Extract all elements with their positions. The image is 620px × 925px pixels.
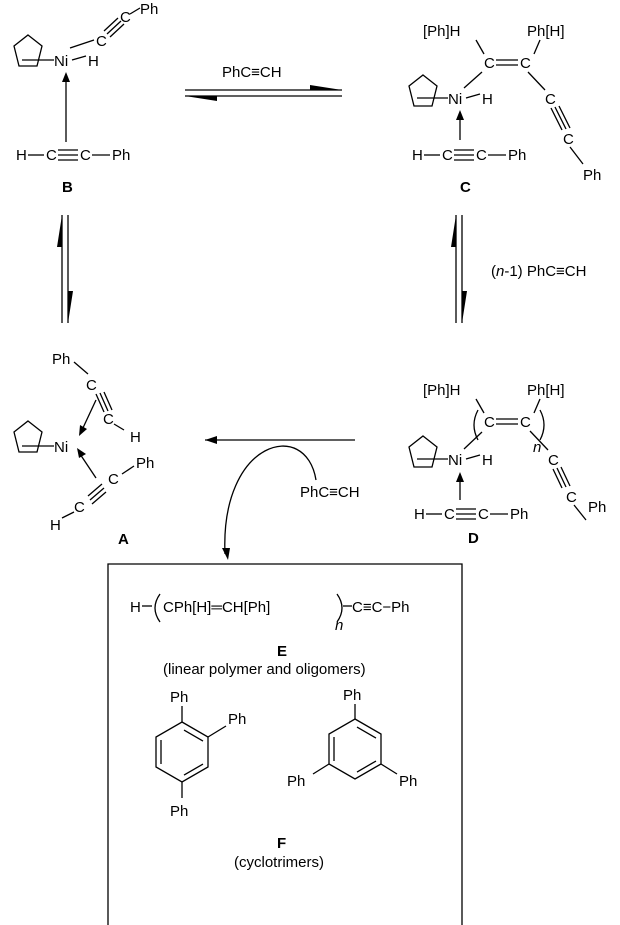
compound-D: [Ph]H Ph[H] C C n C C Ph Ni H H C <box>408 382 606 547</box>
alkyne-h-A2: H <box>50 517 61 534</box>
hydride-C: H <box>482 91 493 108</box>
polymer-E-repeat-unit: CPh[H]═CH[Ph] <box>163 599 270 616</box>
alkyne-c1-B: C <box>46 147 57 164</box>
vinyl-c1-D: C <box>484 414 495 431</box>
phenyl-B1: Ph <box>140 1 158 18</box>
ni-atom-D: Ni <box>448 452 462 469</box>
compound-C: [Ph]H Ph[H] C C C C Ph Ni H H C C <box>408 23 601 196</box>
alkynyl-c2-B: C <box>120 9 131 26</box>
compound-A: Ph C C H Ni Ph C C H A <box>13 351 154 548</box>
phenyl-C3: Ph <box>583 167 601 184</box>
substituent-C2: Ph[H] <box>527 23 565 40</box>
equilibrium-B-C: PhC≡CH <box>185 64 342 101</box>
reagent-bottom: PhC≡CH <box>300 484 360 501</box>
substituent-D1: [Ph]H <box>423 382 461 399</box>
phenyl-F1c: Ph <box>170 803 188 820</box>
products-box: H CPh[H]═CH[Ph] n C≡C−Ph E (linear polym… <box>107 563 463 925</box>
E-description: (linear polymer and oligomers) <box>163 661 366 678</box>
polymer-E-bracket-right <box>336 593 343 623</box>
alkyne-c4-D: C <box>566 489 577 506</box>
cyclotrimer-124: Ph Ph Ph <box>155 689 246 820</box>
alkyne-c2-A: C <box>103 411 114 428</box>
label-B: B <box>62 179 73 196</box>
phenyl-F1a: Ph <box>170 689 188 706</box>
alkyne-h-A1: H <box>130 429 141 446</box>
alkyne-h-B: H <box>16 147 27 164</box>
cyclotrimer-135: Ph Ph Ph <box>287 687 417 790</box>
hydride-B: H <box>88 53 99 70</box>
alkyne-h-D: H <box>414 506 425 523</box>
alkyne-c3-D: C <box>548 452 559 469</box>
label-D: D <box>468 530 479 547</box>
equilibrium-A-B <box>57 215 73 323</box>
label-E: E <box>277 643 287 660</box>
ni-atom-A: Ni <box>54 439 68 456</box>
vinyl-c2-D: C <box>520 414 531 431</box>
alkyne-c1-A: C <box>86 377 97 394</box>
equilibrium-C-D: (n-1) PhC≡CH <box>451 215 586 323</box>
reagent-right: (n-1) PhC≡CH <box>491 263 586 280</box>
vinyl-c1-C: C <box>484 55 495 72</box>
alkyne-c1-C: C <box>442 147 453 164</box>
F-description: (cyclotrimers) <box>234 854 324 871</box>
phenyl-F2b: Ph <box>287 773 305 790</box>
alkyne-c2-C: C <box>476 147 487 164</box>
vinyl-c2-C: C <box>520 55 531 72</box>
phenyl-A2: Ph <box>136 455 154 472</box>
label-A: A <box>118 531 129 548</box>
products-frame <box>107 563 463 925</box>
phenyl-F2c: Ph <box>399 773 417 790</box>
polymer-E-bracket-left <box>154 593 161 623</box>
phenyl-C-bottom: Ph <box>508 147 526 164</box>
phenyl-B2: Ph <box>112 147 130 164</box>
polymer-index-D: n <box>533 439 541 456</box>
alkyne-c2-B: C <box>80 147 91 164</box>
polymer-bracket-right <box>539 409 545 441</box>
alkyne-c3-A: C <box>108 471 119 488</box>
label-C: C <box>460 179 471 196</box>
label-F: F <box>277 835 286 852</box>
branch-arrow-to-products <box>224 445 317 555</box>
phenyl-A1: Ph <box>52 351 70 368</box>
substituent-D2: Ph[H] <box>527 382 565 399</box>
reaction-D-to-A: PhC≡CH <box>205 436 360 560</box>
cp-ring-B <box>13 34 43 67</box>
phenyl-D3: Ph <box>588 499 606 516</box>
alkyne-c3-C: C <box>545 91 556 108</box>
polymer-E-index: n <box>335 617 343 634</box>
ni-atom-C: Ni <box>448 91 462 108</box>
reagent-top: PhC≡CH <box>222 64 282 81</box>
alkyne-c4-C: C <box>563 131 574 148</box>
alkynyl-c1-B: C <box>96 33 107 50</box>
phenyl-F1b: Ph <box>228 711 246 728</box>
ni-atom-B: Ni <box>54 53 68 70</box>
alkyne-c2-D: C <box>478 506 489 523</box>
cp-ring-A <box>13 420 43 453</box>
cp-ring-C <box>408 74 438 107</box>
cp-ring-D <box>408 435 438 468</box>
substituent-C1: [Ph]H <box>423 23 461 40</box>
phenyl-F2a: Ph <box>343 687 361 704</box>
hydride-D: H <box>482 452 493 469</box>
polymer-E-end-h: H <box>130 599 141 616</box>
alkyne-c1-D: C <box>444 506 455 523</box>
alkyne-h-C: H <box>412 147 423 164</box>
compound-B: Ni H C C Ph H C C Ph B <box>13 1 158 196</box>
polymer-E-end-group: C≡C−Ph <box>352 599 410 616</box>
phenyl-D-bottom: Ph <box>510 506 528 523</box>
alkyne-c4-A: C <box>74 499 85 516</box>
